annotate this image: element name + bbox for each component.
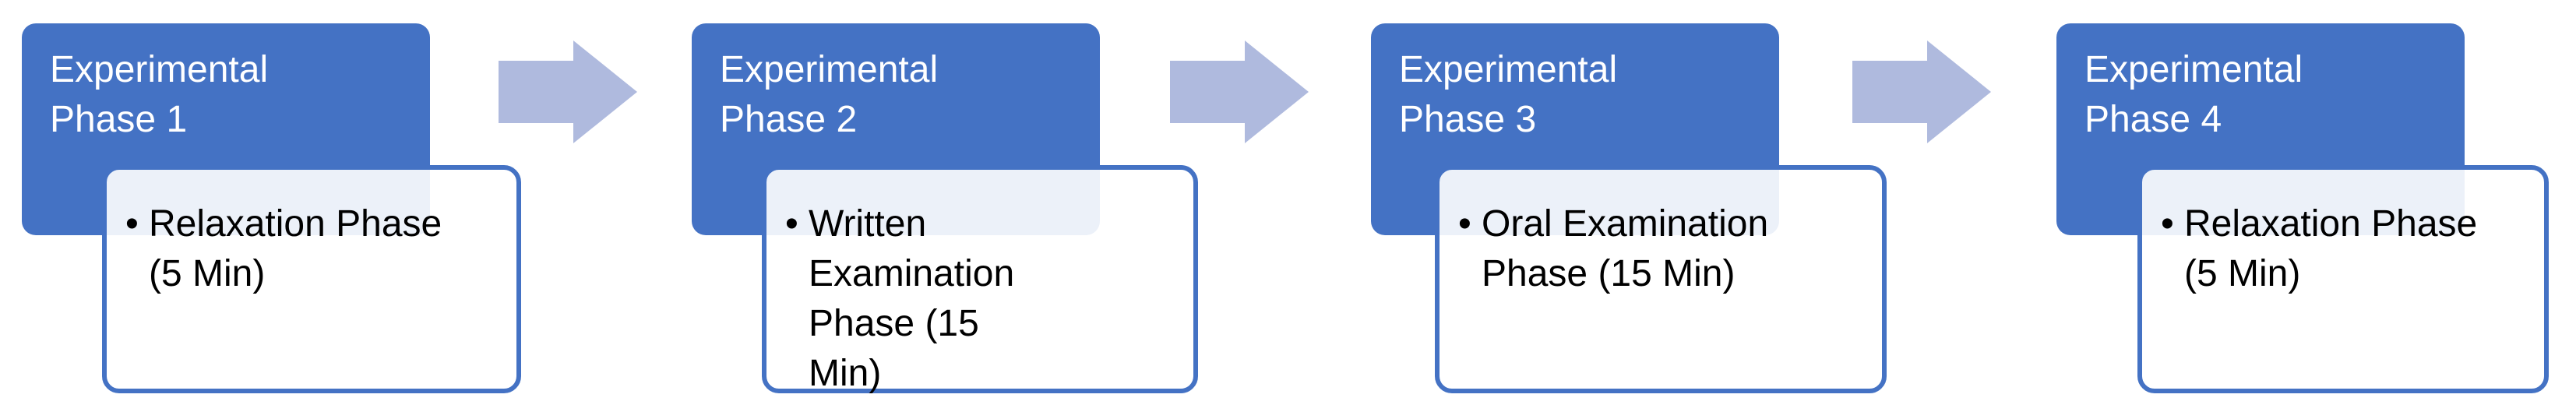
phase-4-detail-text: Relaxation Phase (5 Min) bbox=[2184, 203, 2478, 294]
phase-3-title-line2: Phase 3 bbox=[1399, 99, 1537, 140]
phase-3-detail-item: • Oral Examination Phase (15 Min) bbox=[1458, 199, 1863, 299]
bullet-icon: • bbox=[2161, 203, 2174, 245]
phase-1-detail-box: • Relaxation Phase (5 Min) bbox=[102, 165, 521, 393]
phase-1-detail-item: • Relaxation Phase (5 Min) bbox=[125, 199, 498, 299]
phase-4-detail-box: • Relaxation Phase (5 Min) bbox=[2137, 165, 2549, 393]
phase-2-title-line2: Phase 2 bbox=[720, 99, 858, 140]
phase-1: Experimental Phase 1 • Relaxation Phase … bbox=[22, 0, 567, 419]
phase-4: Experimental Phase 4 • Relaxation Phase … bbox=[2056, 0, 2576, 419]
right-arrow-icon bbox=[499, 40, 637, 143]
phase-4-detail-item: • Relaxation Phase (5 Min) bbox=[2161, 199, 2525, 299]
right-arrow-icon bbox=[1170, 40, 1309, 143]
phase-1-title-line1: Experimental bbox=[50, 49, 269, 90]
phase-4-title-line2: Phase 4 bbox=[2084, 99, 2222, 140]
phase-2-detail-box: • Written Examination Phase (15 Min) bbox=[762, 165, 1198, 394]
phase-1-detail-text: Relaxation Phase (5 Min) bbox=[149, 203, 442, 294]
arrow-2-shape bbox=[1170, 40, 1309, 143]
phase-2: Experimental Phase 2 • Written Examinati… bbox=[692, 0, 1237, 419]
phase-4-title-line1: Experimental bbox=[2084, 49, 2303, 90]
bullet-icon: • bbox=[1458, 203, 1471, 245]
phase-2-detail-text: Written Examination Phase (15 Min) bbox=[809, 203, 1015, 394]
phase-2-detail-item: • Written Examination Phase (15 Min) bbox=[785, 199, 1175, 399]
bullet-icon: • bbox=[785, 203, 798, 245]
phase-3-detail-box: • Oral Examination Phase (15 Min) bbox=[1435, 165, 1887, 393]
phase-3-title-line1: Experimental bbox=[1399, 49, 1618, 90]
arrow-1-shape bbox=[499, 40, 637, 143]
phase-1-title-line2: Phase 1 bbox=[50, 99, 188, 140]
phase-3-detail-text: Oral Examination Phase (15 Min) bbox=[1482, 203, 1769, 294]
phase-3: Experimental Phase 3 • Oral Examination … bbox=[1371, 0, 1916, 419]
arrow-3-shape bbox=[1852, 40, 1991, 143]
bullet-icon: • bbox=[125, 203, 139, 245]
right-arrow-icon bbox=[1852, 40, 1991, 143]
phase-2-title-line1: Experimental bbox=[720, 49, 939, 90]
